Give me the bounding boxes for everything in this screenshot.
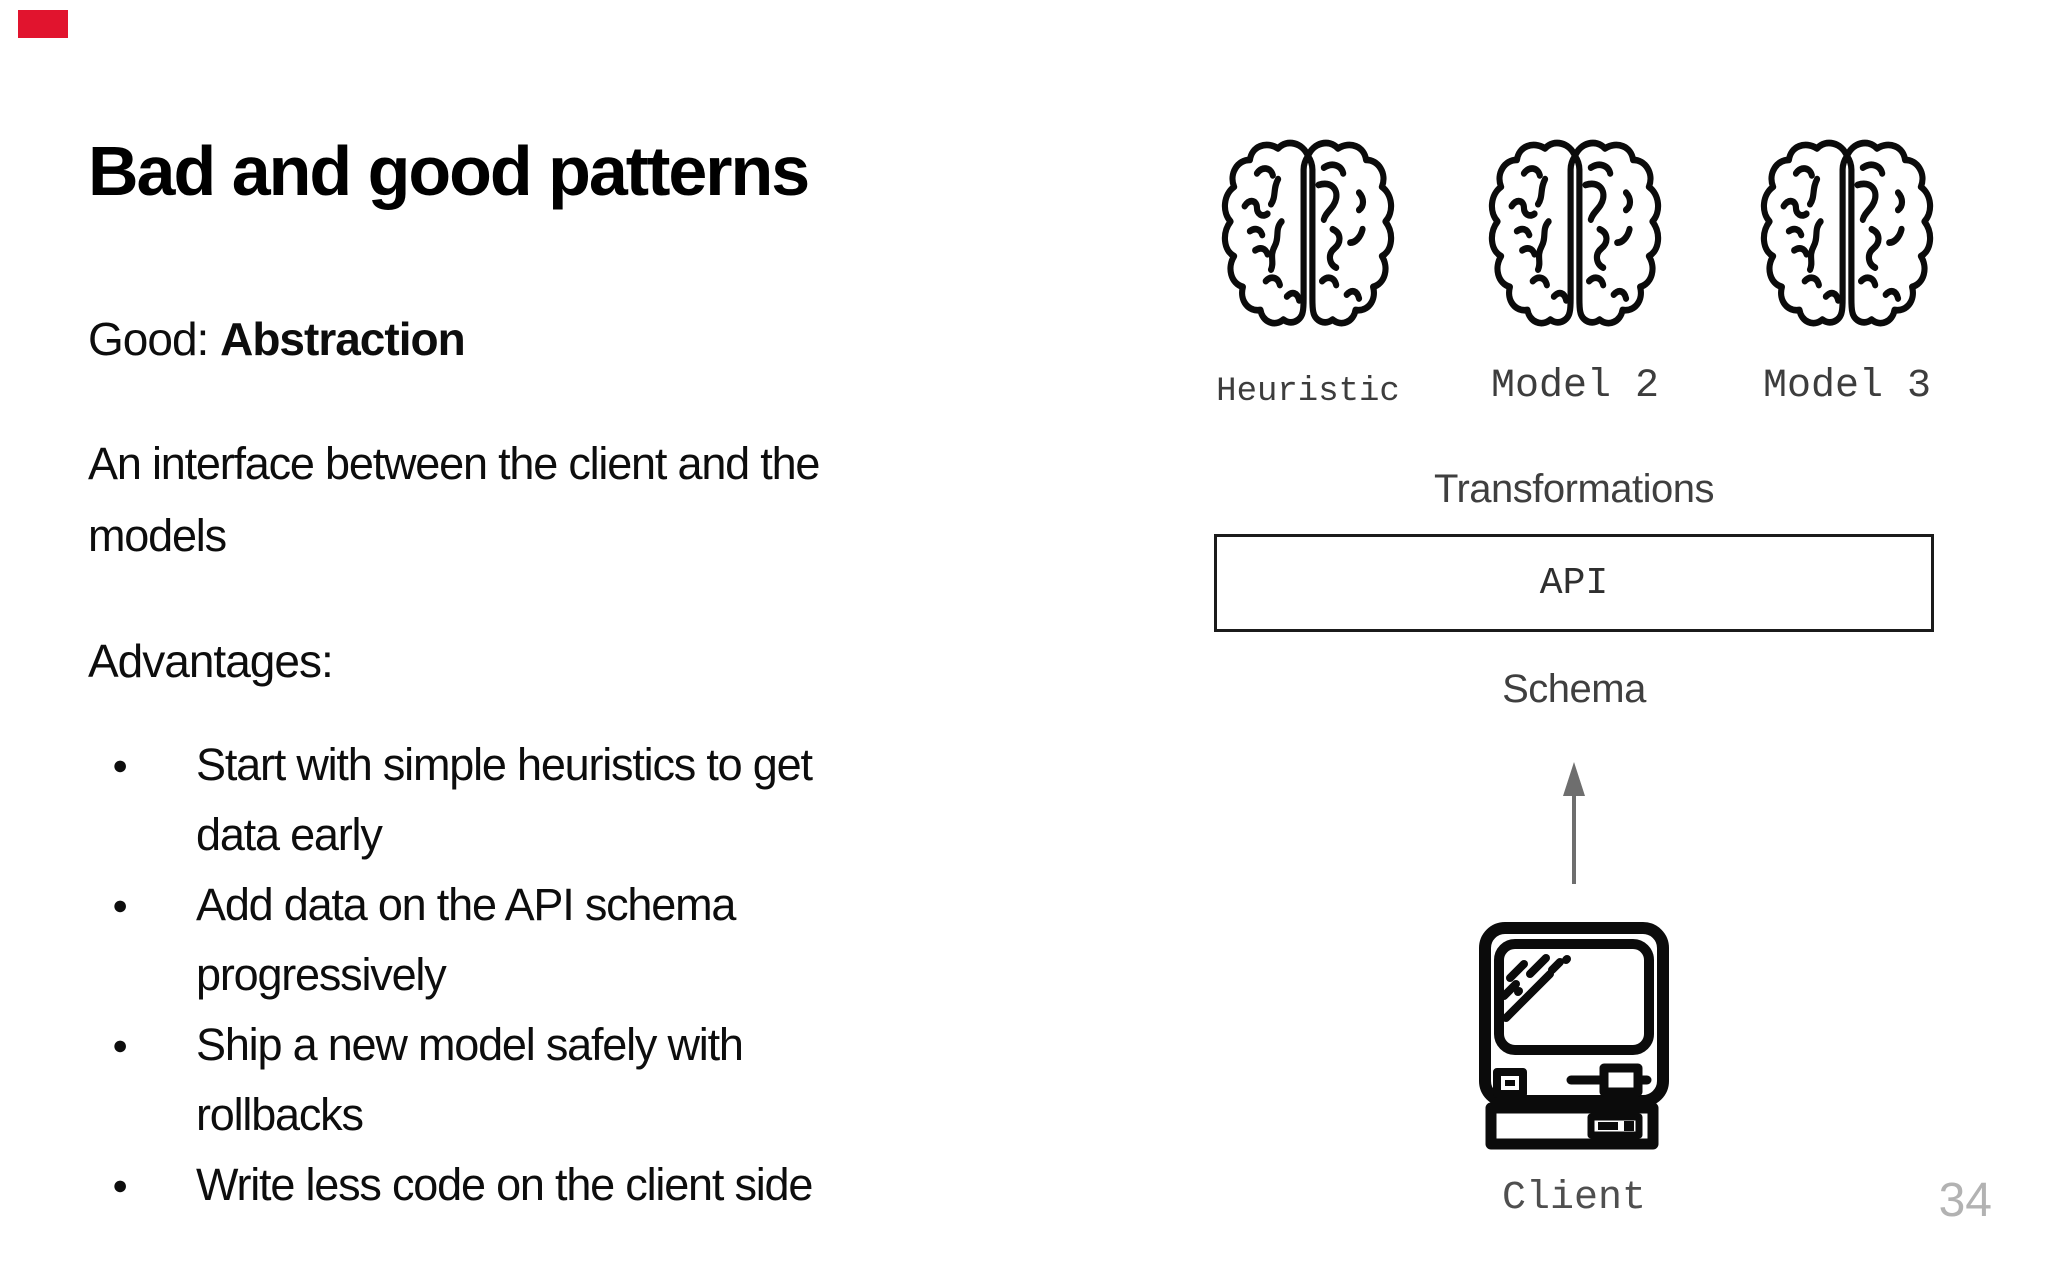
- list-item: Start with simple heuristics to get data…: [88, 730, 1068, 870]
- good-term: Abstraction: [220, 313, 466, 365]
- slide-text-column: Bad and good patterns Good: Abstraction …: [88, 134, 1068, 1220]
- list-item: Write less code on the client side: [88, 1150, 1068, 1220]
- good-pattern-line: Good: Abstraction: [88, 303, 1068, 375]
- api-box-label: API: [1539, 561, 1609, 605]
- model-unit-2: Model 2: [1460, 133, 1690, 407]
- model-label: Model 3: [1762, 364, 1932, 409]
- model-label: Model 2: [1490, 364, 1660, 409]
- advantages-list: Start with simple heuristics to get data…: [88, 730, 1068, 1220]
- list-item: Ship a new model safely with rollbacks: [88, 1010, 1068, 1150]
- model-unit-3: Model 3: [1732, 133, 1962, 407]
- model-unit-heuristic: Heuristic: [1193, 133, 1423, 412]
- retro-computer-icon: [1479, 922, 1669, 1150]
- api-box: API: [1214, 534, 1934, 632]
- description-paragraph: An interface between the client and the …: [88, 438, 820, 561]
- list-item: Add data on the API schema progressively: [88, 870, 1068, 1010]
- red-marker: [18, 10, 68, 38]
- client-label: Client: [1501, 1176, 1647, 1221]
- brain-icon: [1759, 133, 1935, 335]
- advantages-heading: Advantages:: [88, 635, 334, 687]
- transformations-label: Transformations: [1434, 467, 1715, 511]
- page-number: 34: [1938, 1174, 1992, 1227]
- schema-label: Schema: [1502, 667, 1646, 711]
- slide-title: Bad and good patterns: [88, 132, 810, 210]
- brain-icon: [1487, 133, 1663, 335]
- model-label: Heuristic: [1216, 373, 1400, 411]
- good-label: Good:: [88, 313, 221, 365]
- up-arrow-icon: [1563, 762, 1585, 884]
- brain-icon: [1220, 133, 1396, 335]
